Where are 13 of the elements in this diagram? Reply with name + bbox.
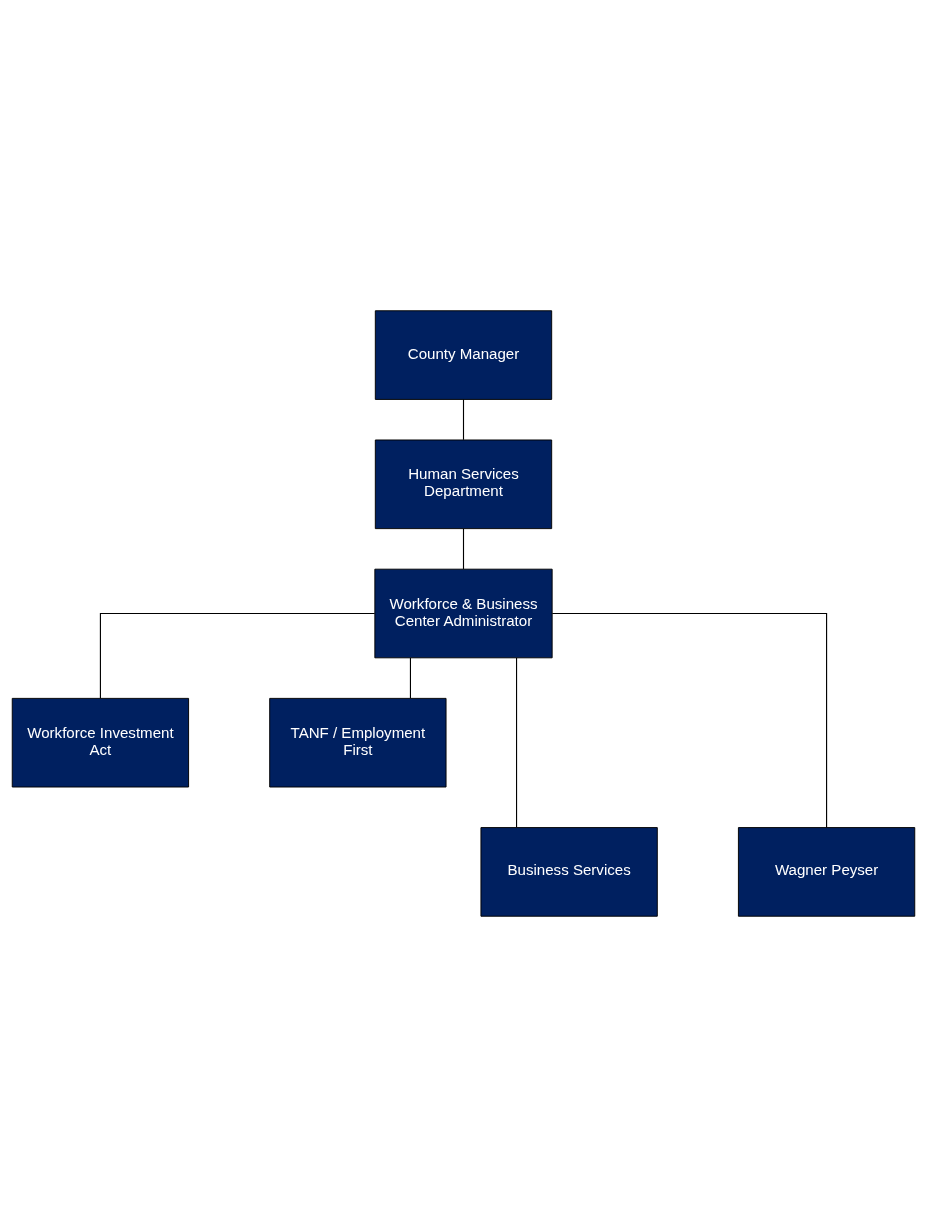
- connector: [516, 656, 518, 828]
- node-box: Workforce & Business Center Administrator: [374, 568, 553, 658]
- node-box: County Manager: [374, 309, 553, 400]
- node-box: Workforce Investment Act: [11, 697, 190, 787]
- node-box: Wagner Peyser: [737, 826, 916, 917]
- node-box: TANF / Employment First: [269, 697, 447, 787]
- connector: [551, 612, 828, 828]
- connector: [462, 398, 465, 440]
- connector: [462, 527, 465, 570]
- connector: [409, 656, 411, 699]
- node-box: Human Services Department: [374, 439, 553, 529]
- connector: [99, 612, 376, 699]
- node-box: Business Services: [480, 826, 658, 917]
